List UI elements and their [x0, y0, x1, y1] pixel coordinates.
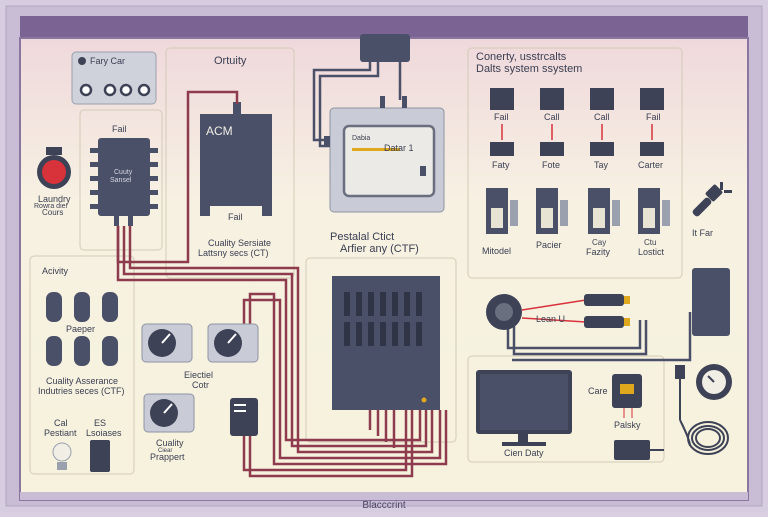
cuuty-chip — [90, 138, 158, 226]
quality-assurance-label-2: Indutries seces (CTF) — [38, 386, 125, 396]
right-title-1: Conerty, usstrcalts — [476, 51, 567, 63]
posttain-label: Pestiant — [44, 428, 77, 438]
quality-service-label: Cuality Sersiate — [208, 238, 272, 248]
switch-icon — [90, 440, 110, 472]
dark-wires — [312, 62, 692, 362]
outline-top-label: Ortuity — [214, 55, 247, 67]
right-row2-3: Tay — [594, 160, 609, 170]
right-row1-1: Fail — [494, 112, 509, 122]
right-row3-top-4: Ctu — [644, 238, 657, 247]
right-row2-4: Carter — [638, 160, 664, 170]
electrical-label: Eiectiel — [184, 370, 214, 380]
quality-support-label: Cuality — [156, 438, 184, 448]
laundry-label-3: Cours — [42, 208, 64, 217]
knob-array — [46, 292, 118, 366]
panel-left — [29, 255, 135, 475]
clock-icon — [696, 364, 732, 400]
quality-service-label-2: Lattsny secs (CT) — [198, 248, 269, 258]
dial-devices — [141, 323, 259, 436]
bulb-icon — [52, 442, 72, 470]
panel-screen — [467, 355, 665, 463]
right-grid — [486, 88, 670, 234]
es-label: ES — [94, 418, 107, 428]
laundry-label: Laundry — [38, 194, 71, 204]
palsky-label: Palsky — [614, 420, 641, 430]
top-connector — [360, 34, 410, 62]
plug-icon — [692, 182, 732, 217]
right-row3-3: Fazity — [586, 247, 611, 257]
right-row1-4: Fail — [646, 112, 661, 122]
right-row3-1: Mitodel — [482, 246, 512, 256]
activity-label: Acivity — [42, 266, 69, 276]
pepper-label: Paeper — [66, 324, 96, 334]
monitor-small-label: Dabia — [352, 135, 371, 142]
laundry-label-2: Rowra dier — [34, 203, 68, 210]
small-device-label: Ciear — [158, 448, 173, 454]
right-row2-2: Fote — [542, 160, 561, 170]
center-cabinet — [332, 276, 440, 410]
wires — [116, 90, 448, 478]
right-row3-4: Lostict — [638, 247, 665, 257]
losses-label: Lsoiases — [86, 428, 122, 438]
right-row1-2: Call — [544, 112, 560, 122]
fail-top-label: Fail — [112, 124, 127, 134]
right-row1-3: Call — [594, 112, 610, 122]
top-left-device-label: Fary Car — [90, 56, 126, 66]
panel-chip — [79, 109, 163, 251]
panel-acm — [165, 47, 295, 279]
top-left-device — [71, 51, 157, 105]
quality-assurance-label: Cuality Asserance — [46, 376, 119, 386]
cable-label: Lean U — [536, 314, 566, 324]
electrical-label-2: Cotr — [192, 380, 210, 390]
right-row3-2: Pacier — [536, 240, 562, 250]
acm-module — [200, 102, 272, 216]
right-row2-1: Faty — [492, 160, 510, 170]
chip-label: Cuuty — [114, 169, 133, 176]
laundry-indicator — [37, 147, 71, 189]
fail-mid-label: Fail — [228, 212, 243, 222]
acm-label: ACM — [206, 124, 233, 138]
monitor-label: Datar 1 — [384, 143, 414, 153]
data-monitor — [324, 96, 445, 213]
panel-center — [305, 257, 457, 443]
coil-cable — [675, 365, 729, 455]
screen-label: Cien Daty — [504, 448, 544, 458]
plug-label: It Far — [692, 228, 714, 238]
right-title-2: Dalts system ssystem — [476, 63, 583, 75]
panel-right — [467, 47, 683, 279]
care-label: Care — [588, 386, 608, 396]
cal-label: Cal — [54, 418, 68, 428]
right-row3-top-3: Cay — [592, 238, 607, 247]
quality-support-label-2: Prappert — [150, 452, 185, 462]
care-device — [612, 374, 664, 460]
chip-label-2: Sansel — [110, 177, 132, 184]
center-title-2: Arfier any (CTF) — [340, 243, 419, 255]
footer-title: Blacccrint — [362, 500, 406, 511]
bottom-strip — [20, 492, 748, 500]
screen-monitor — [476, 370, 572, 446]
right-box — [692, 268, 730, 336]
center-title-1: Pestalal Ctict — [330, 231, 395, 243]
cable-icon — [486, 294, 630, 330]
